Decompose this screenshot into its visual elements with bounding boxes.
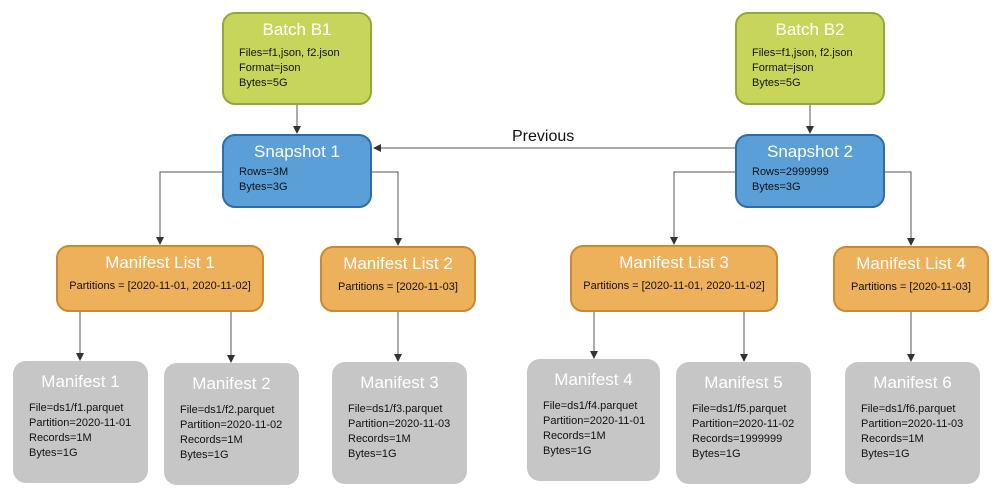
- node-property-line: Partition=2020-11-02: [692, 418, 795, 430]
- node-property-line: Bytes=5G: [752, 77, 801, 89]
- node-property-line: Bytes=1G: [180, 449, 229, 461]
- node-title: Manifest List 3: [619, 253, 729, 272]
- node-title: Manifest List 2: [343, 254, 453, 273]
- node-property-line: Bytes=1G: [29, 447, 78, 459]
- node-properties: Rows=3M Bytes=3G: [224, 165, 370, 195]
- edge-snapshot1-mlist2: [372, 171, 402, 246]
- node-title: Batch B2: [775, 20, 845, 39]
- node-property-line: Format=json: [239, 62, 301, 74]
- node-property-line: Records=1M: [180, 434, 243, 446]
- previous-edge-label: Previous: [512, 128, 575, 145]
- node-property-line: Bytes=1G: [543, 445, 592, 457]
- node-property-line: Partition=2020-11-03: [348, 418, 451, 430]
- node-property-line: File=ds1/f6.parquet: [861, 403, 956, 415]
- node-property-line: Records=1M: [348, 433, 411, 445]
- manifest-list-1: Manifest List 1 Partitions = [2020-11-01,…: [56, 245, 264, 312]
- node-property-line: File=ds1/f2.parquet: [180, 404, 275, 416]
- node-property-line: Bytes=1G: [861, 448, 910, 460]
- node-property-line: Bytes=5G: [239, 77, 288, 89]
- node-property-line: File=ds1/f1.parquet: [29, 402, 124, 414]
- node-properties: Partitions = [2020-11-01, 2020-11-02]: [572, 279, 776, 294]
- node-property-line: Bytes=1G: [692, 448, 741, 460]
- node-property-line: File=ds1/f4.parquet: [543, 400, 638, 412]
- node-property-line: Format=json: [752, 62, 814, 74]
- node-property-line: File=ds1/f3.parquet: [348, 403, 443, 415]
- snapshot-1: Snapshot 1 Rows=3M Bytes=3G: [222, 134, 372, 208]
- node-title: Snapshot 1: [253, 142, 340, 161]
- node-property-line: Partition=2020-11-02: [180, 419, 283, 431]
- node-property-line: Rows=3M: [239, 166, 289, 178]
- manifest-list-4: Manifest List 4 Partitions = [2020-11-03]: [833, 246, 989, 312]
- node-title: Batch B1: [262, 20, 332, 39]
- node-title: Manifest 1: [41, 372, 120, 391]
- node-property-line: Records=1M: [861, 433, 924, 445]
- node-property-line: Files=f1,json, f2.json: [239, 47, 340, 59]
- node-property-line: Partitions = [2020-11-03]: [851, 281, 971, 293]
- node-title: Manifest 3: [360, 373, 439, 392]
- node-property-line: Files=f1,json, f2.json: [752, 47, 853, 59]
- edge-snapshot2-mlist4: [885, 171, 915, 246]
- node-property-line: Partition=2020-11-01: [29, 417, 132, 429]
- node-property-line: Bytes=3G: [752, 181, 801, 193]
- node-properties: Partitions = [2020-11-03]: [322, 280, 474, 295]
- manifest-list-3: Manifest List 3 Partitions = [2020-11-01,…: [570, 245, 778, 312]
- node-title: Snapshot 2: [766, 142, 853, 161]
- node-property-line: Partition=2020-11-03: [861, 418, 964, 430]
- node-property-line: Records=1M: [29, 432, 92, 444]
- node-property-line: Partitions = [2020-11-03]: [338, 281, 458, 293]
- edge-snapshot1-mlist1: [156, 171, 223, 245]
- node-property-line: Partitions = [2020-11-01, 2020-11-02]: [583, 280, 765, 292]
- node-property-line: Bytes=3G: [239, 181, 288, 193]
- node-title: Manifest 4: [554, 370, 633, 389]
- node-title: Manifest List 4: [856, 254, 966, 273]
- node-property-line: Rows=2999999: [752, 166, 829, 178]
- node-property-line: Bytes=1G: [348, 448, 397, 460]
- node-title: Manifest 5: [704, 373, 783, 392]
- node-property-line: Partition=2020-11-01: [543, 415, 646, 427]
- node-title: Manifest List 1: [105, 253, 215, 272]
- edge-snapshot2-mlist3: [670, 171, 736, 245]
- node-properties: Partitions = [2020-11-03]: [835, 280, 987, 295]
- node-title: Manifest 2: [192, 374, 271, 393]
- node-property-line: File=ds1/f5.parquet: [692, 403, 787, 415]
- node-property-line: Records=1M: [543, 430, 606, 442]
- manifest-list-2: Manifest List 2 Partitions = [2020-11-03]: [320, 246, 476, 312]
- node-property-line: Partitions = [2020-11-01, 2020-11-02]: [69, 280, 251, 292]
- node-properties: Partitions = [2020-11-01, 2020-11-02]: [58, 279, 262, 294]
- node-title: Manifest 6: [873, 373, 952, 392]
- node-property-line: Records=1999999: [692, 433, 783, 445]
